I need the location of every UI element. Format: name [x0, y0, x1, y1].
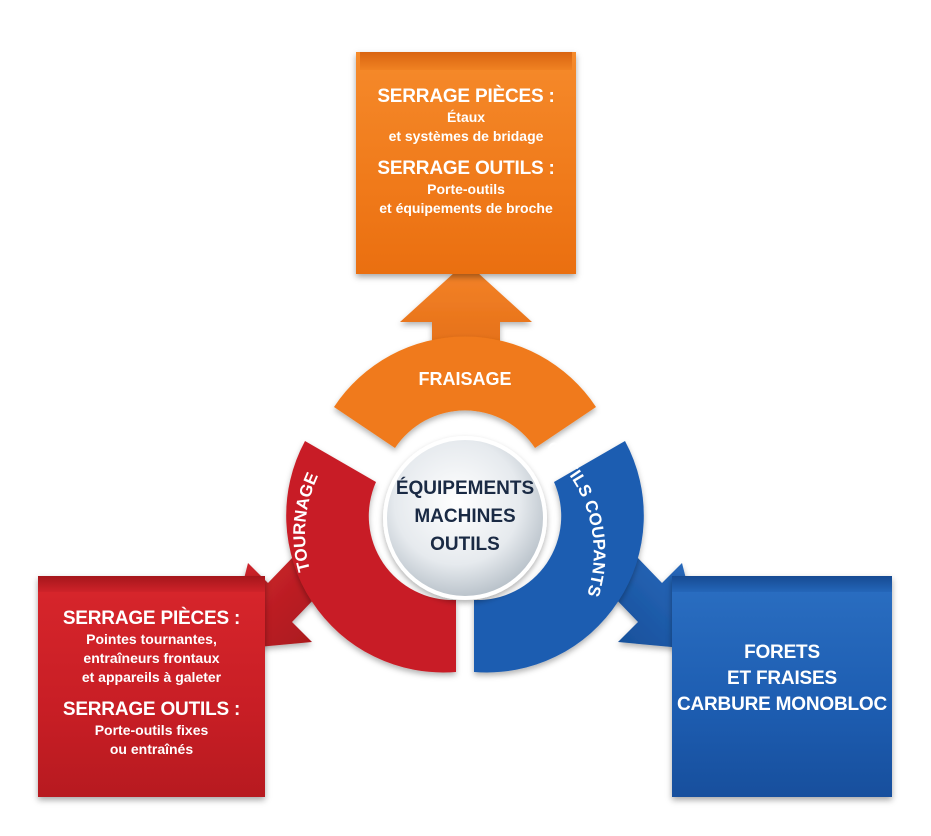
fraisage-heading-outils: SERRAGE OUTILS :: [377, 158, 555, 179]
box-band: [360, 52, 572, 70]
outils-coupants-info-box: FORETS ET FRAISES CARBURE MONOBLOC: [672, 576, 892, 797]
box-band: [38, 576, 265, 592]
outils-line-1: FORETS: [744, 642, 820, 663]
fraisage-heading-pieces: SERRAGE PIÈCES :: [377, 86, 555, 107]
tournage-line-4: Porte-outils fixes: [94, 722, 209, 738]
fraisage-line-3: Porte-outils: [427, 181, 505, 197]
segment-tournage[interactable]: [286, 441, 456, 673]
outils-line-3: CARBURE MONOBLOC: [676, 694, 887, 715]
tournage-line-5: ou entraînés: [109, 741, 194, 757]
tournage-heading-pieces: SERRAGE PIÈCES :: [62, 608, 241, 629]
hub-circle: [383, 436, 547, 600]
tournage-line-1: Pointes tournantes,: [86, 631, 217, 647]
outils-line-2: ET FRAISES: [727, 668, 837, 689]
segment-outils-coupants[interactable]: [474, 441, 644, 673]
hub-line-1: ÉQUIPEMENTS: [396, 477, 534, 499]
fraisage-line-2: et systèmes de bridage: [388, 128, 544, 144]
fraisage-line-4: et équipements de broche: [379, 200, 553, 216]
tournage-heading-outils: SERRAGE OUTILS :: [62, 699, 241, 720]
hub-line-3: OUTILS: [430, 534, 500, 555]
fraisage-info-box: SERRAGE PIÈCES : Étaux et systèmes de br…: [356, 52, 576, 274]
tournage-info-box: SERRAGE PIÈCES : Pointes tournantes, ent…: [38, 576, 265, 797]
box-band: [672, 576, 892, 592]
hub-line-2: MACHINES: [414, 506, 515, 527]
tournage-line-2: entraîneurs frontaux: [83, 650, 220, 666]
segment-label-fraisage: FRAISAGE: [418, 369, 511, 389]
tournage-line-3: et appareils à galeter: [81, 669, 222, 685]
fraisage-line-1: Étaux: [446, 109, 486, 125]
segment-fraisage[interactable]: [334, 336, 596, 448]
